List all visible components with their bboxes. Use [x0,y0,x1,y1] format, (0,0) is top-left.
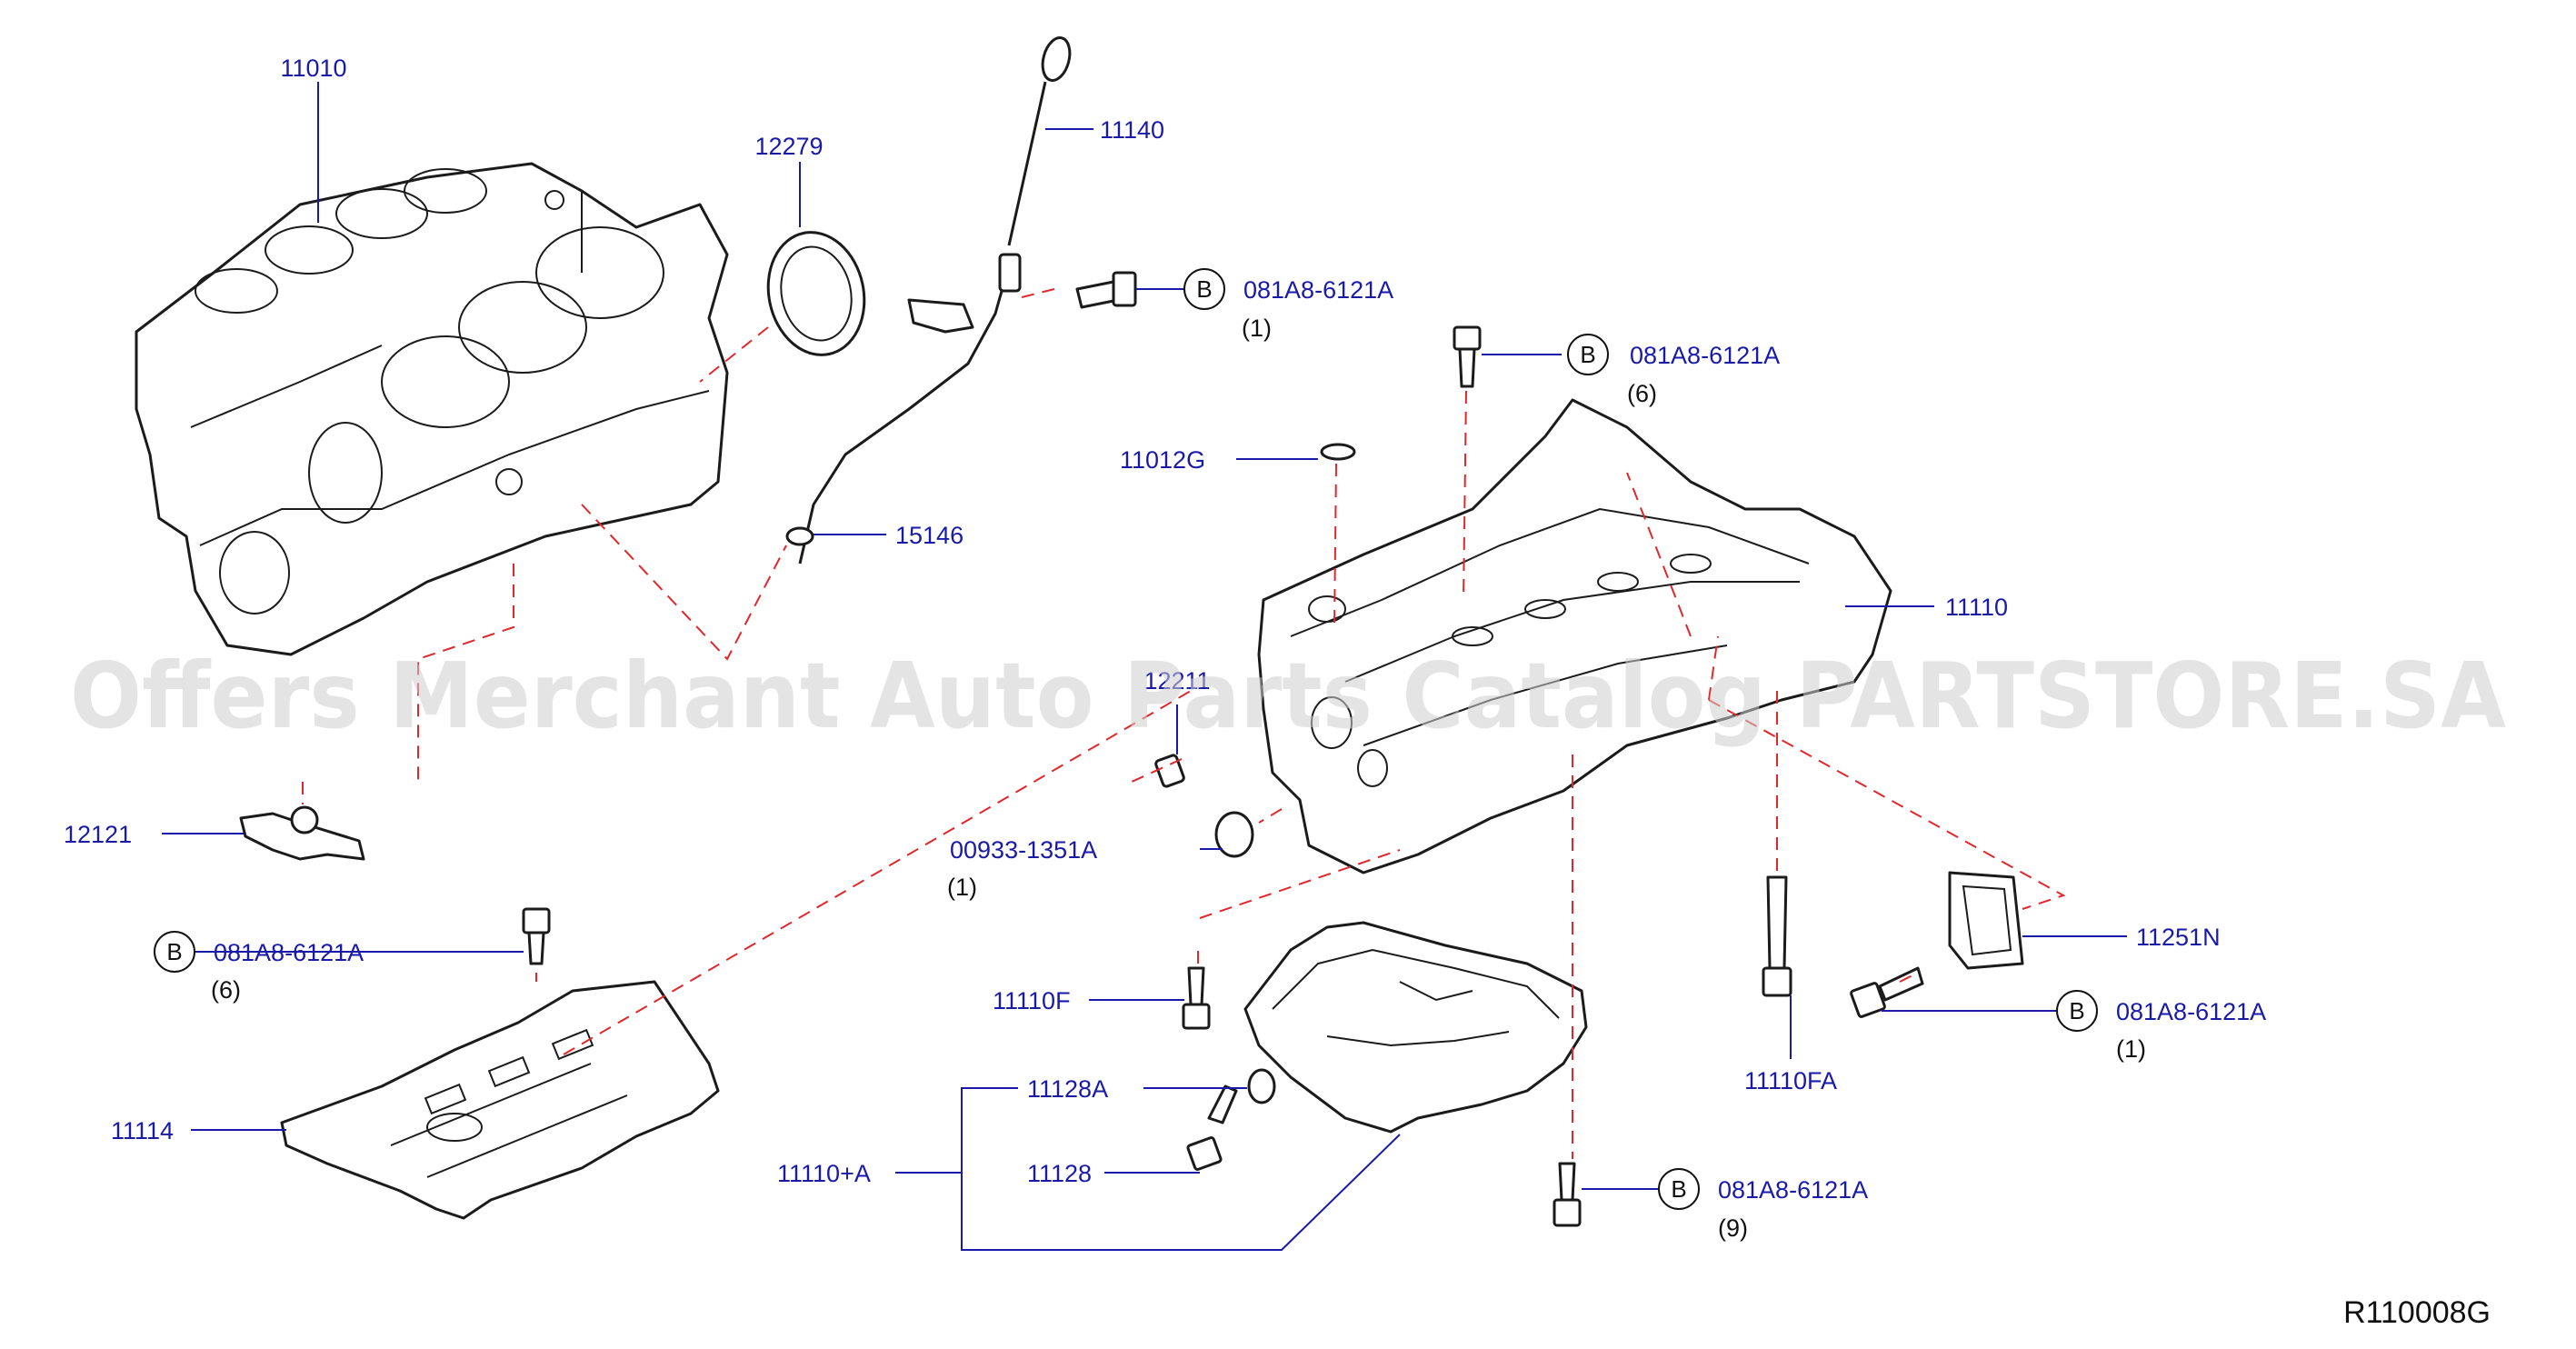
bolt-code-letter: B [1196,275,1212,303]
callout-11128[interactable]: 11128 [1027,1160,1092,1187]
callout-11114[interactable]: 11114 [111,1117,174,1144]
bolt-code-letter: B [1580,341,1595,368]
callout-00933-1351a[interactable]: 00933-1351A [950,836,1097,864]
bolt-code-letter: B [1671,1175,1686,1203]
undercover-illustration [280,980,720,1220]
bolt-callout-4[interactable]: B 081A8-6121A (1) [2056,990,2266,1063]
bolt-code-badge [1183,268,1225,310]
bolt-part-number: 081A8-6121A [1630,342,1780,369]
bolt-code-badge [1567,334,1609,375]
bolt-code-badge [1658,1168,1700,1210]
baffle-plate-illustration [1948,871,2024,970]
oil-pan-lower-illustration [1243,921,1588,1134]
callout-15146[interactable]: 15146 [895,522,964,549]
bolt-quantity: (9) [1718,1214,1748,1242]
bolt-code-badge [2056,990,2098,1032]
callout-11010[interactable]: 11010 [280,55,346,82]
sensor-bracket-illustration [239,805,365,861]
leader-lines [162,82,2127,1251]
diagram-reference-code: R110008G [2343,1295,2491,1330]
callout-12211[interactable]: 12211 [1143,667,1210,694]
bolt-part-number: 081A8-6121A [1243,276,1393,304]
gauge-guide-illustration [785,253,1022,565]
callout-12279[interactable]: 12279 [754,133,823,160]
bolt-quantity: (6) [1627,380,1657,407]
oil-level-gauge-illustration [1007,36,1072,246]
callout-11110[interactable]: 11110 [1945,594,2008,621]
pan-small-parts-illustration [1154,443,1356,858]
bolt-part-number: 081A8-6121A [1718,1176,1868,1204]
callout-11128a[interactable]: 11128A [1027,1075,1108,1103]
bolt-illustrations [522,271,1924,1227]
bolt-part-number: 081A8-6121A [214,939,364,966]
bolt-part-number: 081A8-6121A [2116,998,2266,1025]
bolt-quantity: (1) [2116,1035,2146,1063]
callout-11110f[interactable]: 11110F [993,987,1071,1014]
bolt-code-letter: B [2069,997,2084,1024]
callout-labels: 11010 12279 11140 15146 12121 11114 1101… [64,55,2221,1187]
bolt-quantity: (1) [1242,315,1272,342]
bolt-callout-3[interactable]: B 081A8-6121A (6) [154,931,364,1004]
oil-pan-upper-illustration [1257,398,1892,874]
callout-12121[interactable]: 12121 [64,821,132,848]
qty-00933-1351a: (1) [947,874,977,901]
bolt-code-badge [154,931,195,973]
callout-11110-plus-a[interactable]: 11110+A [777,1160,871,1187]
bolt-quantity: (6) [211,976,241,1004]
bolt-callout-1[interactable]: B 081A8-6121A (1) [1183,268,1393,342]
cylinder-block-illustration [135,162,729,656]
callout-11251n[interactable]: 11251N [2136,924,2221,951]
watermark-text: Offers Merchant Auto Parts Catalog PARTS… [70,643,2506,749]
phantom-lines [302,288,2066,1159]
bolt-callout-5[interactable]: B 081A8-6121A (9) [1658,1168,1868,1242]
callout-11012g[interactable]: 11012G [1120,446,1205,474]
callout-11110fa[interactable]: 11110FA [1744,1067,1837,1094]
bolt-callout-2[interactable]: B 081A8-6121A (6) [1567,334,1780,407]
rear-oil-seal-illustration [766,231,866,356]
bolt-code-letter: B [166,938,182,965]
callout-11140[interactable]: 11140 [1100,116,1164,144]
